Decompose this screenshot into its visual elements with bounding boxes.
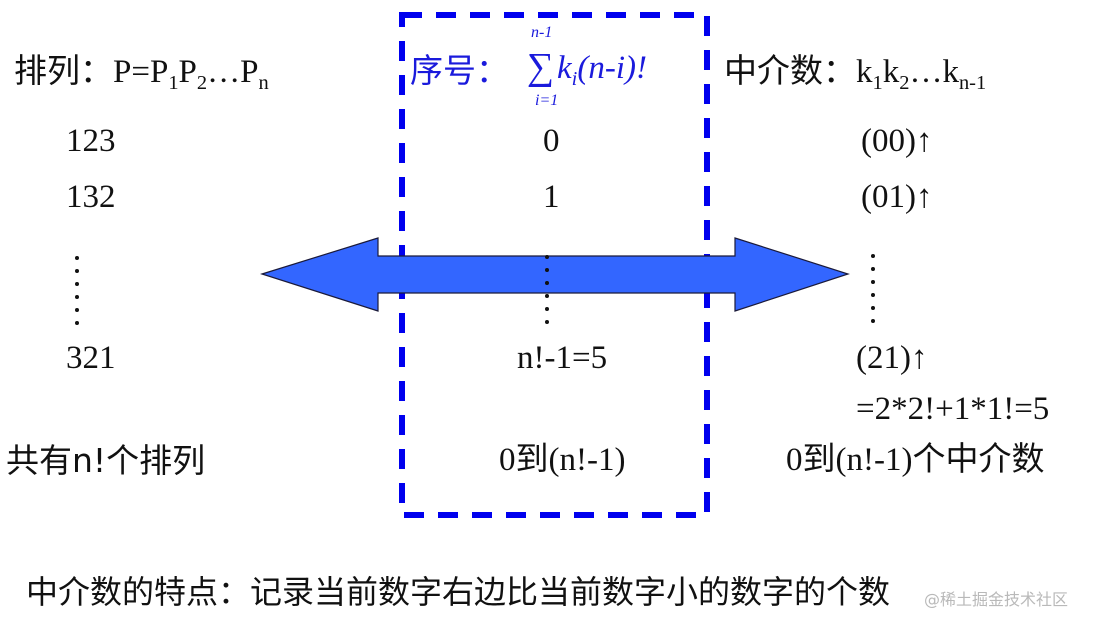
sum-term: ki(n-i)! — [557, 50, 647, 91]
index-header: 序号： — [410, 54, 509, 89]
mediator-header-label: 中介数： — [724, 51, 856, 90]
ellipsis-vertical-icon — [545, 255, 551, 333]
caption: 中介数的特点：记录当前数字右边比当前数字小的数字的个数 — [26, 573, 891, 611]
index-row: 1 — [543, 179, 560, 215]
index-header-label: 序号： — [410, 51, 509, 90]
mediator-calc: =2*2!+1*1!=5 — [856, 391, 1050, 427]
mediator-row: (01)↑ — [861, 179, 933, 215]
permutation-header: 排列：P=P1P2…Pn — [14, 51, 269, 95]
permutation-footer: 共有n!个排列 — [6, 441, 206, 480]
mediator-row: (21)↑ — [856, 340, 928, 376]
permutation-header-label: 排列： — [14, 51, 113, 90]
index-row: 0 — [543, 123, 560, 159]
ellipsis-vertical-icon — [871, 254, 877, 332]
sigma-icon: ∑ — [527, 46, 555, 88]
index-footer: 0到(n!-1) — [499, 442, 626, 478]
permutation-row: 132 — [66, 179, 116, 215]
permutation-row: 321 — [66, 340, 116, 376]
double-arrow — [260, 237, 850, 312]
mediator-row: (00)↑ — [861, 123, 933, 159]
sum-formula: n-1 ∑ i=1 — [527, 24, 559, 109]
permutation-row: 123 — [66, 123, 116, 159]
mediator-header: 中介数：k1k2…kn-1 — [724, 51, 987, 95]
ellipsis-vertical-icon — [75, 256, 81, 334]
index-row: n!-1=5 — [517, 340, 608, 376]
watermark: @稀土掘金技术社区 — [924, 590, 1069, 609]
mediator-footer: 0到(n!-1)个中介数 — [786, 442, 1045, 478]
